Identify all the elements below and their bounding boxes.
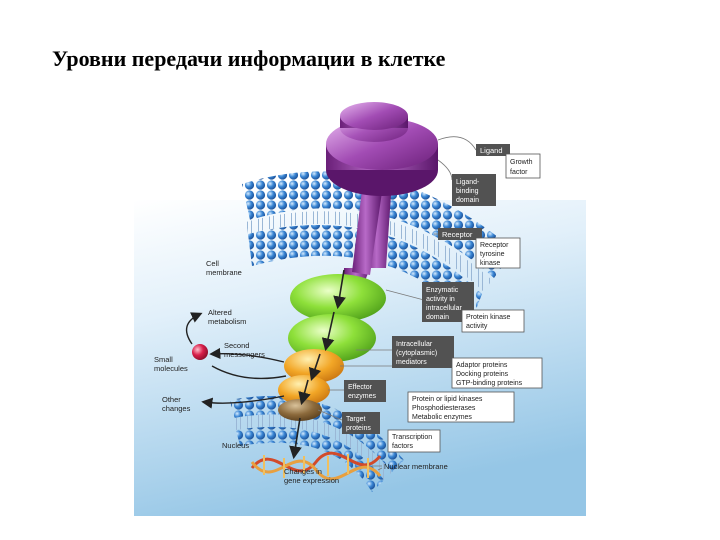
altered-label-2: metabolism bbox=[208, 317, 246, 326]
small-molecules-label-2: molecules bbox=[154, 364, 188, 373]
nucleus-label: Nucleus bbox=[222, 441, 249, 450]
rtk-box bbox=[475, 237, 521, 269]
cell-membrane-label-2: membrane bbox=[206, 268, 242, 277]
mediators-box bbox=[392, 336, 454, 368]
small-molecules-label-1: Small bbox=[154, 355, 173, 364]
enz-label-3: intracellular bbox=[426, 305, 462, 312]
rtk-label-1: Receptor bbox=[480, 242, 509, 249]
effector-enzyme bbox=[278, 375, 330, 405]
target-label-1: Target bbox=[346, 416, 366, 423]
mediators-label-1: Intracellular bbox=[396, 341, 433, 348]
rtk-label-3: kinase bbox=[480, 260, 500, 267]
adaptor-proteins-box bbox=[451, 357, 543, 389]
adaptor-label-2: Docking proteins bbox=[456, 371, 509, 378]
rtk-label-2: tyrosine bbox=[480, 251, 505, 258]
growth-factor-label-2: factor bbox=[510, 169, 528, 176]
gene-expression-label-2: gene expression bbox=[284, 476, 339, 485]
receptor-label: Receptor bbox=[442, 230, 473, 239]
effector-label-2: enzymes bbox=[348, 393, 377, 400]
plk-label-3: Metabolic enzymes bbox=[412, 414, 472, 421]
tf-label-2: factors bbox=[392, 443, 414, 450]
other-changes-label-1: Other bbox=[162, 395, 181, 404]
target-protein bbox=[278, 399, 322, 421]
nuclear-membrane-label: Nuclear membrane bbox=[384, 462, 448, 471]
target-proteins-box bbox=[342, 412, 380, 434]
mediators-label-3: mediators bbox=[396, 359, 427, 366]
other-changes-label-2: changes bbox=[162, 404, 191, 413]
ligand-label: Ligand bbox=[480, 146, 503, 155]
effector-enzymes-box bbox=[344, 380, 386, 402]
enz-label-2: activity in bbox=[426, 296, 455, 303]
growth-factor-box bbox=[505, 153, 541, 179]
lbd-label-2: binding bbox=[456, 188, 479, 195]
adaptor-label-3: GTP-binding proteins bbox=[456, 380, 523, 387]
diagram-canvas: Ligand Growth factor Ligand- binding dom… bbox=[134, 102, 586, 516]
ligand-binding-domain-box bbox=[452, 174, 496, 206]
ligand-disk bbox=[326, 102, 438, 196]
signal-transduction-figure: Ligand Growth factor Ligand- binding dom… bbox=[134, 100, 586, 516]
transcription-factors-box bbox=[387, 429, 441, 453]
small-molecule-ball bbox=[192, 344, 208, 360]
slide-title: Уровни передачи информации в клетке bbox=[52, 46, 446, 71]
gene-expression-label-1: Changes in bbox=[284, 467, 322, 476]
mediators-label-2: (cytoplasmic) bbox=[396, 350, 437, 357]
pk-label-2: activity bbox=[466, 323, 488, 330]
cell-membrane-label-1: Cell bbox=[206, 259, 219, 268]
tf-label-1: Transcription bbox=[392, 434, 432, 441]
target-label-2: proteins bbox=[346, 425, 371, 432]
receptor-box bbox=[438, 228, 482, 240]
enz-label-1: Enzymatic bbox=[426, 287, 459, 294]
plk-label-2: Phosphodiesterases bbox=[412, 405, 476, 412]
signal-arrows bbox=[185, 269, 346, 460]
second-messengers-label-2: messengers bbox=[224, 350, 265, 359]
lbd-label-1: Ligand- bbox=[456, 179, 480, 186]
altered-label-1: Altered bbox=[208, 308, 232, 317]
second-messengers-label-1: Second bbox=[224, 341, 249, 350]
kinases-box bbox=[407, 391, 515, 423]
dna-helix bbox=[250, 451, 382, 481]
plk-label-1: Protein or lipid kinases bbox=[412, 396, 483, 403]
pk-label-1: Protein kinase bbox=[466, 314, 510, 321]
mediator-protein bbox=[284, 349, 344, 383]
adaptor-label-1: Adaptor proteins bbox=[456, 362, 508, 369]
effector-label-1: Effector bbox=[348, 384, 373, 391]
leader-lines bbox=[317, 136, 477, 471]
ligand-box bbox=[476, 144, 510, 156]
growth-factor-label-1: Growth bbox=[510, 159, 533, 166]
enz-label-4: domain bbox=[426, 314, 449, 321]
protein-kinase-box bbox=[461, 309, 525, 333]
lbd-label-3: domain bbox=[456, 197, 479, 204]
